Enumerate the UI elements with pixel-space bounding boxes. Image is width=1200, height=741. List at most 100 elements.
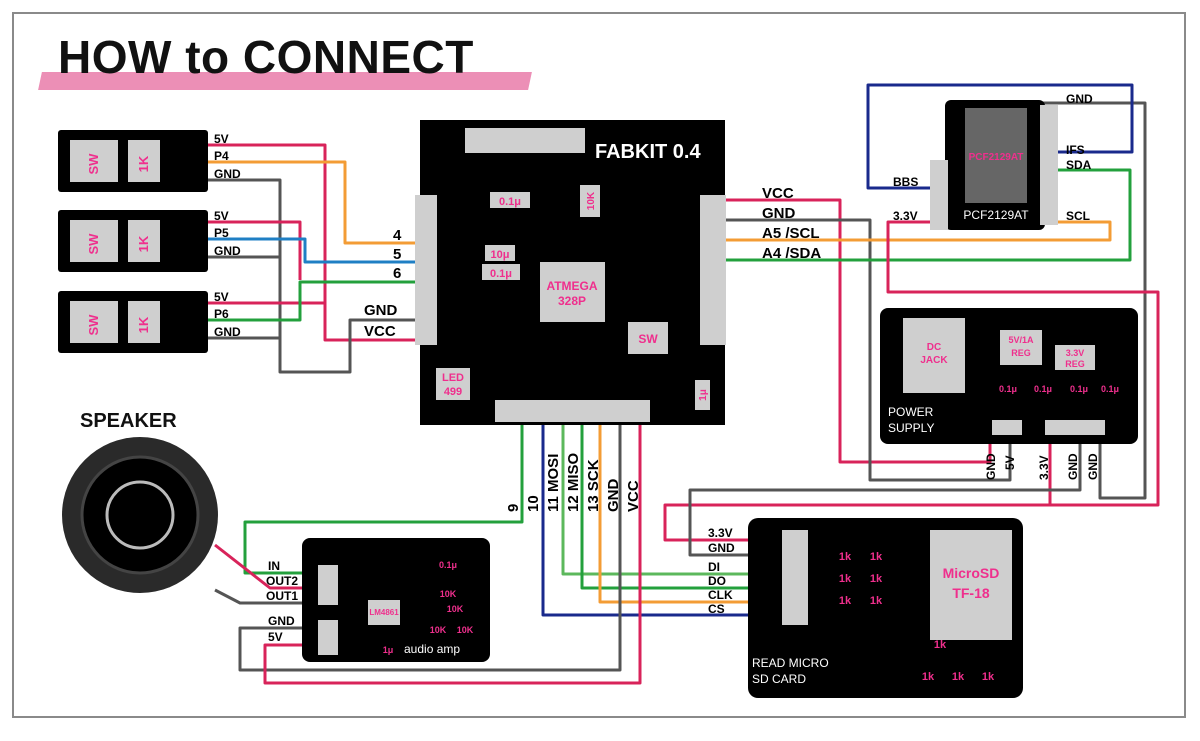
wire-sck xyxy=(598,420,790,604)
sd-pin-do: DO xyxy=(708,574,726,588)
power-title-1: POWER xyxy=(888,405,934,419)
amp-pin-out2: OUT2 xyxy=(266,574,298,588)
sw3-res-label: 1K xyxy=(136,316,151,333)
wire-amp-5v xyxy=(263,420,642,685)
fabkit-cap-3: 0.1μ xyxy=(490,268,512,280)
pwr-cap-1: 0.1μ xyxy=(999,384,1017,394)
sd-res-2: 1k xyxy=(870,551,883,563)
rtc-pin-bbs: BBS xyxy=(893,175,918,189)
sd-pin-cs: CS xyxy=(708,602,725,616)
sd-res-1: 1k xyxy=(839,551,852,563)
amp-pin-out1: OUT1 xyxy=(266,589,298,603)
dc-jack-2: JACK xyxy=(920,355,948,366)
wire-rtc-3v3 xyxy=(663,220,1160,542)
rtc-pin-ifs: IFS xyxy=(1066,143,1085,157)
amp-name: audio amp xyxy=(404,642,460,656)
chip-name: ATMEGA xyxy=(546,279,597,293)
wire-d9 xyxy=(243,420,524,575)
pin-label-9: 9 xyxy=(505,504,522,512)
sw2-pin-p5: P5 xyxy=(214,226,229,240)
sw2-pin-5v: 5V xyxy=(214,209,229,223)
sw2-pin-gnd: GND xyxy=(214,244,241,258)
wire-sw3-p6 xyxy=(165,280,420,322)
amp-res-4: 10K xyxy=(440,589,457,599)
pwr-pin-3v3: 3.3V xyxy=(1037,455,1051,480)
pwr-pin-gnd2: GND xyxy=(1066,453,1080,480)
sd-pin-di: DI xyxy=(708,560,720,574)
fabkit-cap-2: 10μ xyxy=(491,249,510,261)
wire-mosi xyxy=(561,420,790,576)
pwr-cap-2: 0.1μ xyxy=(1034,384,1052,394)
rtc-pin-scl: SCL xyxy=(1066,209,1090,223)
sd-pin-gnd: GND xyxy=(708,541,735,555)
wire-rtc-bbs xyxy=(866,83,1134,190)
pwr-pin-gnd3: GND xyxy=(1086,453,1100,480)
wire-sw1-p4 xyxy=(165,160,420,245)
power-title-2: SUPPLY xyxy=(888,421,934,435)
fabkit-res: 10K xyxy=(586,191,597,210)
reg3-1: 3.3V xyxy=(1066,348,1085,358)
wire-cs xyxy=(541,420,790,617)
sd-res-7: 1k xyxy=(934,639,947,651)
pin-label-10: 10 xyxy=(525,495,542,512)
sw1-pin-p4: P4 xyxy=(214,149,229,163)
speaker-label: SPEAKER xyxy=(80,410,177,432)
pwr-pin-gnd: GND xyxy=(984,453,998,480)
wire-sd-gnd xyxy=(688,430,1082,557)
reg5-1: 5V/1A xyxy=(1008,335,1034,345)
sd-res-3: 1k xyxy=(839,573,852,585)
page-title: HOW to CONNECT xyxy=(58,31,474,83)
led-label: LED xyxy=(442,372,464,384)
sd-card-1: MicroSD xyxy=(943,565,1000,581)
sd-pin-3v3: 3.3V xyxy=(708,526,733,540)
sw1-res-label: 1K xyxy=(136,155,151,172)
rtc-pin-sda: SDA xyxy=(1066,158,1092,172)
amp-res-2: 10K xyxy=(457,625,474,635)
pin-label-sck: 13 SCK xyxy=(585,459,602,512)
pin-label-gnd-r: GND xyxy=(762,205,796,222)
pin-label-5: 5 xyxy=(393,246,401,263)
fabkit-sw: SW xyxy=(638,332,658,346)
rtc-pin-gnd: GND xyxy=(1066,92,1093,106)
wire-spk-2 xyxy=(214,588,320,605)
pin-label-gnd: GND xyxy=(364,302,398,319)
speaker-icon xyxy=(62,437,218,593)
wire-miso xyxy=(580,420,790,590)
audio-amp-board: LM4861 0.1μ 10K 10K 10K 10K 1μ audio amp xyxy=(302,538,490,662)
pin-label-miso: 12 MISO xyxy=(565,452,582,512)
pin-label-scl: A5 /SCL xyxy=(762,225,820,242)
reg3-2: REG xyxy=(1065,359,1085,369)
switch-board-1: SW 1K 5V P4 GND xyxy=(58,130,241,192)
wire-rtc-gnd xyxy=(1040,101,1147,500)
sw2-sw-label: SW xyxy=(86,233,101,255)
pwr-pin-5v: 5V xyxy=(1003,455,1017,470)
sw1-sw-label: SW xyxy=(86,153,101,175)
sd-pin-clk: CLK xyxy=(708,588,733,602)
sw3-pin-p6: P6 xyxy=(214,307,229,321)
sd-res-9: 1k xyxy=(952,671,965,683)
wire-scl xyxy=(705,220,1112,242)
wire-sw1-gnd xyxy=(165,178,420,374)
rtc-chip: PCF2129AT xyxy=(969,152,1024,163)
pin-label-gnd-b: GND xyxy=(605,479,622,513)
sw2-res-label: 1K xyxy=(136,235,151,252)
sd-res-6: 1k xyxy=(870,595,883,607)
fabkit-board: FABKIT 0.4 ATMEGA 328P 0.1μ 10μ 0.1μ 10K… xyxy=(415,120,726,425)
sw3-pin-gnd: GND xyxy=(214,325,241,339)
sw3-sw-label: SW xyxy=(86,314,101,336)
sd-title-1: READ MICRO xyxy=(752,656,829,670)
amp-chip: LM4861 xyxy=(369,608,399,617)
wire-gnd xyxy=(705,218,1012,482)
sw1-pin-gnd: GND xyxy=(214,167,241,181)
fabkit-name: FABKIT 0.4 xyxy=(595,141,701,163)
amp-pin-5v: 5V xyxy=(268,630,283,644)
led-res: 499 xyxy=(444,386,462,398)
fabkit-cap-4: 1μ xyxy=(698,389,709,401)
sw3-pin-5v: 5V xyxy=(214,290,229,304)
pwr-cap-4: 0.1μ xyxy=(1101,384,1119,394)
dc-jack-1: DC xyxy=(927,342,941,353)
rtc-pin-3v3: 3.3V xyxy=(893,209,918,223)
reg5-2: REG xyxy=(1011,348,1031,358)
sd-res-8: 1k xyxy=(922,671,935,683)
